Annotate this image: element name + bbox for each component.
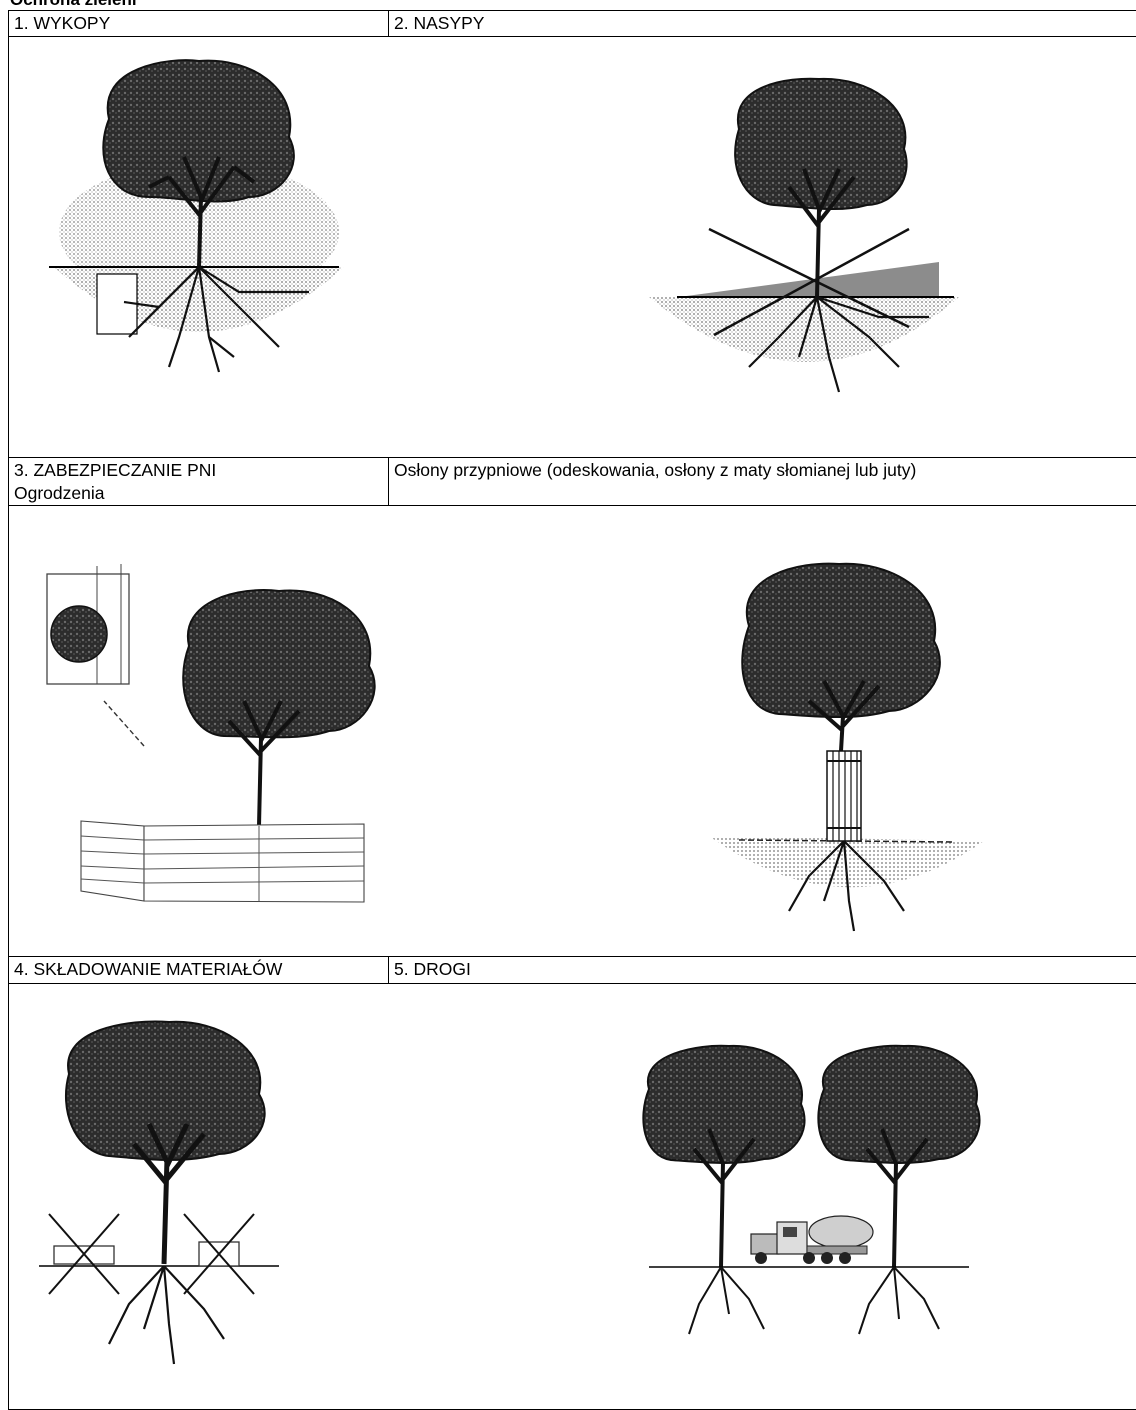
- embankment-tree-figure: [649, 79, 959, 392]
- header-roads: 5. DROGI: [389, 957, 1136, 983]
- road-trees-figure: [643, 1045, 979, 1333]
- header-material-storage: 4. SKŁADOWANIE MATERIAŁÓW: [9, 957, 389, 983]
- header-excavations: 1. WYKOPY: [9, 11, 389, 37]
- header-fences: Ogrodzenia: [14, 482, 388, 505]
- excavation-tree-figure: [49, 61, 349, 378]
- header-trunk-protection: 3. ZABEZPIECZANIE PNI Ogrodzenia: [9, 457, 389, 506]
- header-trunk-guards: Osłony przypniowe (odeskowania, osłony z…: [389, 457, 1136, 506]
- material-storage-figure: [39, 1021, 279, 1363]
- figure-row-2: [9, 506, 1136, 957]
- figure-row-1: [9, 37, 1136, 457]
- trunk-wrap-figure: [709, 564, 984, 931]
- tree-protection-table: 1. WYKOPY 2. NASYPY: [8, 10, 1136, 1410]
- header-embankments: 2. NASYPY: [389, 11, 1136, 37]
- header-trunk-protection-title: 3. ZABEZPIECZANIE PNI: [14, 459, 388, 482]
- figure-row-3: [9, 983, 1136, 1409]
- truck-icon: [751, 1216, 873, 1264]
- fence-protection-figure: [47, 564, 375, 902]
- document-title: Ochrona zieleni: [10, 0, 137, 9]
